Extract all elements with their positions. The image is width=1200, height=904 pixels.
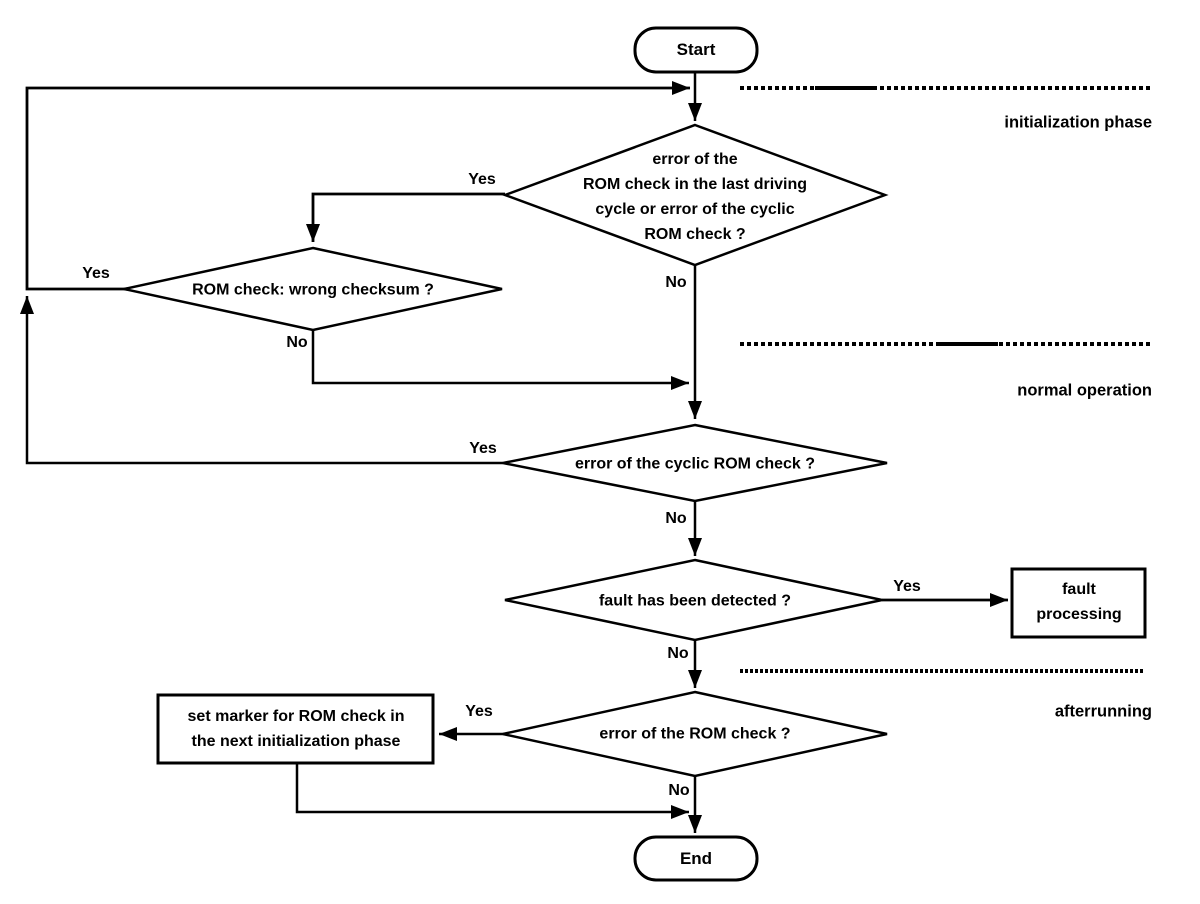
decision-rom-history-line3: cycle or error of the cyclic bbox=[595, 201, 795, 218]
decision-rom-error bbox=[502, 690, 888, 778]
decision-rom-history-line4: ROM check ? bbox=[644, 226, 746, 243]
checksum-no-label: No bbox=[286, 334, 308, 351]
decision-fault-detected-label: fault has been detected ? bbox=[598, 592, 792, 610]
fault-yes-label: Yes bbox=[893, 578, 921, 595]
decision-wrong-checksum-label: ROM check: wrong checksum ? bbox=[192, 281, 434, 299]
connector-checksum-no bbox=[311, 330, 689, 390]
process-fault-processing bbox=[1010, 567, 1147, 639]
phase-afterrunning-label: afterrunning bbox=[1054, 702, 1152, 721]
connector-cyclic-yes-feedback bbox=[20, 296, 503, 465]
decision-rom-history-line1: error of the bbox=[652, 151, 738, 168]
connector-setmarker-out bbox=[295, 763, 689, 819]
decision1-no-label: No bbox=[665, 274, 687, 291]
decision-rom-history-label: error of the ROM check in the last drivi… bbox=[583, 147, 807, 247]
checksum-yes-label: Yes bbox=[82, 265, 110, 282]
set-marker-line1: set marker for ROM check in bbox=[187, 708, 405, 725]
connector-feedback-top bbox=[25, 81, 690, 291]
start-node bbox=[633, 26, 759, 74]
cyclic-no-label: No bbox=[665, 510, 687, 527]
start-label: Start bbox=[676, 40, 716, 59]
phase-normal-operation-label: normal operation bbox=[1017, 381, 1152, 400]
decision-rom-history bbox=[501, 123, 889, 267]
end-label: End bbox=[679, 849, 713, 868]
decision-rom-history-line2: ROM check in the last driving bbox=[582, 176, 808, 193]
process-set-marker-label: set marker for ROM check in the next ini… bbox=[188, 704, 405, 754]
set-marker-line2: the next initialization phase bbox=[191, 733, 401, 750]
romerror-no-label: No bbox=[668, 782, 690, 799]
decision-cyclic-rom-error-label: error of the cyclic ROM check ? bbox=[574, 455, 816, 473]
fault-processing-line1: fault bbox=[1062, 581, 1096, 598]
end-node bbox=[633, 835, 759, 882]
process-fault-processing-label: fault processing bbox=[1036, 577, 1121, 627]
cyclic-yes-label: Yes bbox=[469, 440, 497, 457]
decision-rom-error-label: error of the ROM check ? bbox=[599, 725, 791, 743]
fault-processing-line2: processing bbox=[1036, 606, 1122, 623]
decision-cyclic-rom-error bbox=[502, 423, 888, 503]
decision-fault-detected bbox=[504, 558, 883, 642]
romerror-yes-label: Yes bbox=[465, 703, 493, 720]
decision-wrong-checksum bbox=[123, 246, 503, 332]
connector-decision1-yes bbox=[306, 192, 505, 242]
process-set-marker bbox=[156, 693, 435, 765]
decision1-yes-label: Yes bbox=[468, 171, 496, 188]
fault-no-label: No bbox=[667, 645, 689, 662]
phase-initialization-label: initialization phase bbox=[1004, 113, 1152, 132]
